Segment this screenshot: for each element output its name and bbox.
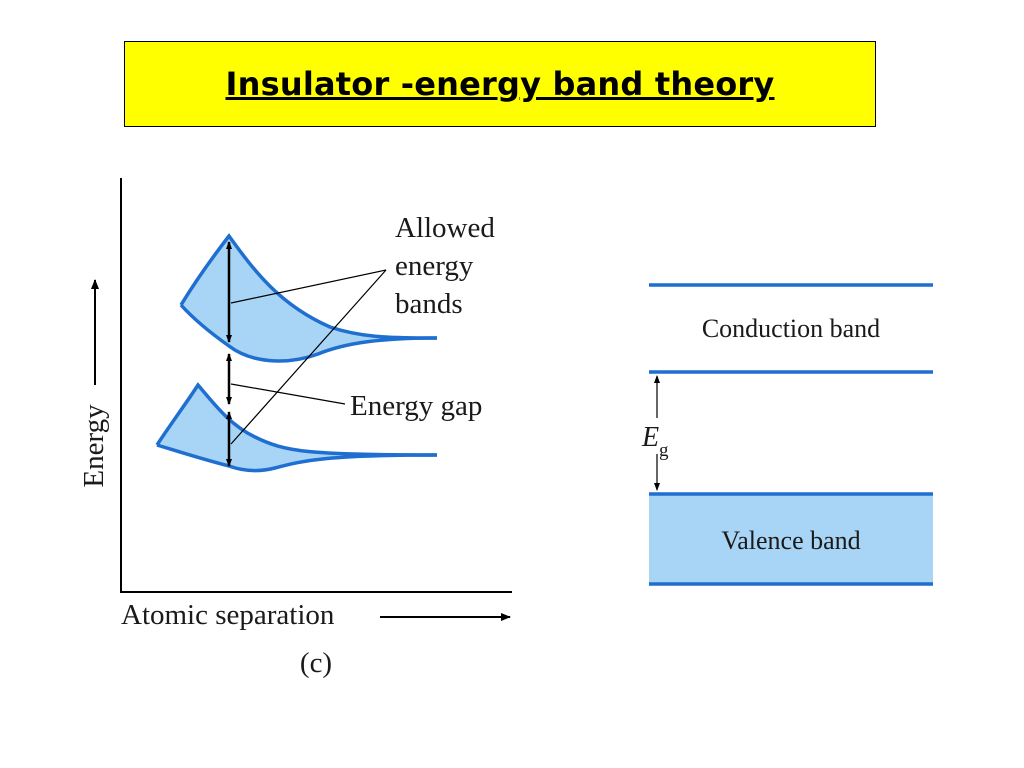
allowed-bands-label-line1: Allowed — [395, 212, 495, 244]
allowed-bands-label-line3: bands — [395, 288, 463, 320]
y-axis-label: Energy — [78, 404, 110, 488]
x-axis-label: Atomic separation — [121, 599, 335, 631]
allowed-bands-label-line2: energy — [395, 250, 474, 282]
band-gap-diagram: Conduction band Valence band E g — [641, 283, 933, 586]
page-title: Insulator -energy band theory — [225, 65, 775, 103]
band-gap-subscript: g — [659, 440, 669, 461]
conduction-band-label: Conduction band — [702, 314, 880, 343]
title-banner: Insulator -energy band theory — [124, 41, 876, 127]
valence-band-label: Valence band — [721, 526, 860, 555]
annotation-leaders — [230, 269, 387, 445]
upper-allowed-band — [181, 236, 437, 361]
energy-gap-label: Energy gap — [350, 390, 482, 422]
lower-band-edge-bottom — [156, 443, 438, 473]
upper-band-edge-bottom — [179, 303, 438, 363]
lower-allowed-band — [157, 385, 437, 471]
valence-band-fill — [649, 494, 933, 585]
figure-caption: (c) — [300, 647, 332, 679]
band-gap-symbol: E — [641, 422, 659, 453]
energy-vs-separation-diagram: Allowed energy bands Energy gap Energy A… — [78, 178, 512, 679]
upper-band-edge-top — [179, 233, 438, 340]
lower-band-edge-top — [155, 382, 438, 457]
